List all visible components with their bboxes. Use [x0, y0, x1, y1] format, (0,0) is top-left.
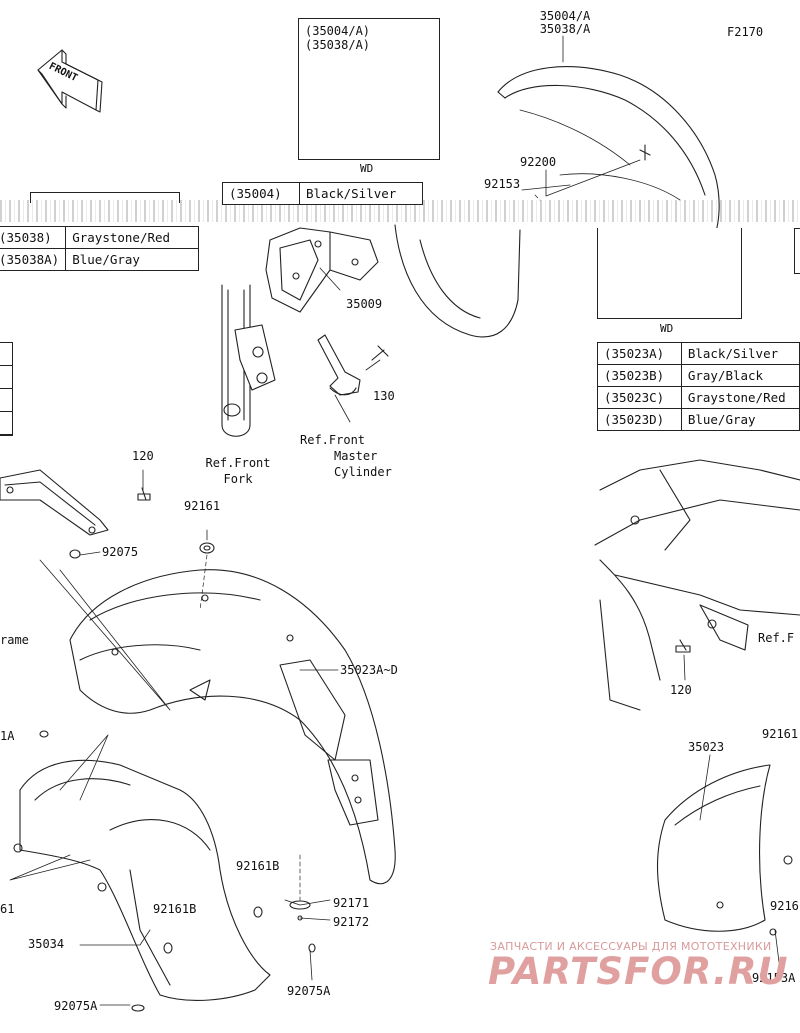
inset-front-line-1: (35004/A) [305, 24, 371, 38]
color-table-rear: (35023A) Black/Silver (35023B) Gray/Blac… [597, 342, 800, 431]
callout-92161B-left: 92161B [153, 902, 197, 916]
callout-1A-partial: 1A [0, 729, 15, 743]
callout-35023A-D: 35023A~D [340, 663, 398, 677]
callout-35009: 35009 [346, 297, 383, 311]
callout-130: 130 [373, 389, 395, 403]
callout-line: 35004/A [539, 9, 591, 23]
hose-clamp-drawing [317, 334, 389, 396]
callout-92161-right: 92161 [762, 727, 799, 741]
inset-rear-fender [597, 228, 742, 319]
inset-rear-caption: WD [660, 322, 674, 335]
scan-noise-band [0, 200, 800, 222]
callout-92171: 92171 [333, 896, 370, 910]
watermark-tagline: ЗАПЧАСТИ И АКСЕССУАРЫ ДЛЯ МОТОТЕХНИКИ [490, 940, 772, 953]
ref-front-fork: Ref.Front Fork [198, 457, 278, 486]
table-row: (35023C) Graystone/Red [597, 386, 800, 409]
table-row: (35004) Black/Silver [222, 182, 423, 205]
color-cell: Blue/Gray [680, 408, 800, 431]
dashed-assembly-lines [199, 194, 541, 901]
inset-front-fender: (35004/A) (35038/A) [298, 18, 440, 160]
callout-35023: 35023 [688, 740, 725, 754]
part-code-cell: (35038A) [0, 248, 67, 271]
part-code-cell: (35023A) [597, 342, 682, 365]
color-cell: Gray/Black [680, 364, 800, 387]
callout-92075A-left: 92075A [54, 999, 98, 1013]
color-cell: Black/Silver [299, 182, 423, 205]
front-fork-drawing [221, 284, 276, 437]
ref-line: Ref.Front [205, 456, 271, 470]
callout-92153A-partial: 92153A [752, 971, 796, 985]
callout-92200: 92200 [520, 155, 557, 169]
part-code-cell: (35038) [0, 226, 67, 249]
part-code-cell: (35023D) [597, 408, 682, 431]
callout-92075A-right: 92075A [287, 984, 331, 998]
bracket-35009-drawing [265, 227, 379, 313]
callout-frame-partial: rame [0, 633, 29, 647]
callout-92161B-right: 92161B [236, 859, 280, 873]
ref-line: Ref.Front [300, 433, 366, 447]
figure-code: F2170 [727, 25, 764, 39]
color-cell: Black/Silver [680, 342, 800, 365]
callout-120-left: 120 [132, 449, 154, 463]
right-table-stub [794, 228, 800, 274]
left-table-stub [0, 342, 13, 436]
callout-35034: 35034 [28, 937, 65, 951]
callout-92153: 92153 [484, 177, 521, 191]
inset-front-caption: WD [360, 162, 374, 175]
ref-line: Fork [223, 472, 253, 486]
callout-92172: 92172 [333, 915, 370, 929]
callout-ref-f-partial: Ref.F [758, 631, 795, 645]
watermark-logo: PARTSFOR.RU [488, 950, 789, 993]
callout-61-partial: 61 [0, 902, 15, 916]
table-row: (35038A) Blue/Gray [0, 248, 200, 271]
color-cell: Graystone/Red [65, 226, 200, 249]
ref-line: Cylinder [334, 465, 392, 479]
front-left-table-top [30, 192, 180, 203]
part-code-cell: (35004) [222, 182, 300, 205]
ref-front-master-cylinder: Ref.Front Master Cylinder [300, 432, 392, 480]
part-code-cell: (35023C) [597, 386, 682, 409]
table-row: (35023D) Blue/Gray [597, 408, 800, 431]
small-fasteners-drawing [39, 487, 691, 1012]
callout-92075-top: 92075 [102, 545, 139, 559]
color-cell: Graystone/Red [680, 386, 800, 409]
ref-line: Master [334, 449, 378, 463]
rear-fender-right-drawing [657, 764, 793, 936]
callout-120-right: 120 [670, 683, 692, 697]
front-direction-arrow-icon [37, 49, 103, 113]
rear-fender-stay-drawing [0, 469, 109, 536]
color-cell: Blue/Gray [65, 248, 200, 271]
callout-35004-35038: 35004/A 35038/A [530, 10, 600, 36]
inner-fender-35034-drawing [13, 759, 271, 1001]
leader-lines [9, 35, 781, 1006]
callout-line: 35038/A [539, 22, 591, 36]
color-table-front-center: (35004) Black/Silver [222, 182, 423, 205]
part-code-cell: (35023B) [597, 364, 682, 387]
table-row: (35038) Graystone/Red [0, 226, 200, 249]
rear-fender-35023-drawing [69, 569, 396, 885]
callout-92161-top: 92161 [184, 499, 221, 513]
frame-drawing [594, 459, 800, 711]
callout-9216-right: 9216 [770, 899, 799, 913]
table-row: (35023B) Gray/Black [597, 364, 800, 387]
front-fender-drawing [394, 66, 720, 338]
table-row: (35023A) Black/Silver [597, 342, 800, 365]
color-table-front-left: (35038) Graystone/Red (35038A) Blue/Gray [0, 226, 200, 271]
inset-front-line-2: (35038/A) [305, 38, 371, 52]
